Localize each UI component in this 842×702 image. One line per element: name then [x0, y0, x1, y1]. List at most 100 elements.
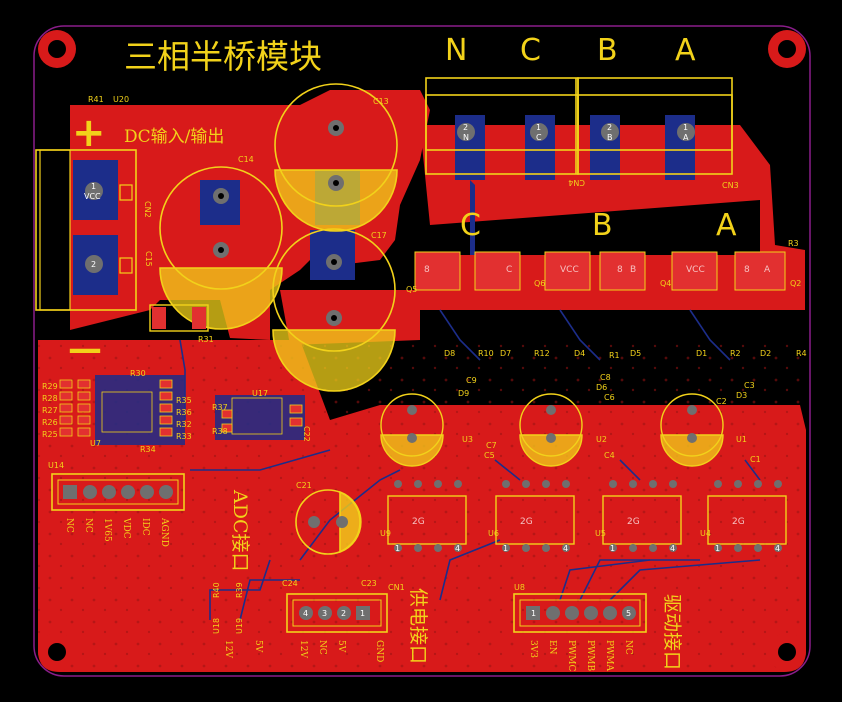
- power-pad-1: 1: [360, 609, 365, 618]
- ref-r36: R36: [176, 408, 192, 417]
- ref-d2: D2: [760, 349, 771, 358]
- top-phase-label-b: B: [597, 33, 618, 68]
- mount-hole-top-right: [768, 30, 806, 68]
- ref-c14: C14: [238, 155, 254, 164]
- power-pin-gnd: GND: [374, 640, 384, 662]
- ref-r35: R35: [176, 396, 192, 405]
- drive-ref: U8: [514, 583, 525, 592]
- ref-r27: R27: [42, 406, 58, 415]
- output-terminal-blocks: [425, 77, 733, 175]
- pad-label-b: B: [607, 133, 613, 142]
- drive-pin-en: EN: [547, 640, 557, 655]
- ref-c17: C17: [371, 231, 387, 240]
- adc-pin-2: NC: [83, 518, 93, 533]
- ref-d9: D9: [458, 389, 469, 398]
- mosfet-pad-8-b: 8: [617, 265, 623, 275]
- ref-c1: C1: [750, 455, 761, 464]
- top-phase-label-c: C: [520, 33, 541, 68]
- ref-d5: D5: [630, 349, 641, 358]
- top-phase-label-a: A: [675, 33, 696, 68]
- power-pad-3: 3: [322, 609, 327, 618]
- adc-title: ADC接口: [229, 489, 251, 572]
- ref-c2: C2: [716, 397, 727, 406]
- pad-number-cn3-a: 1: [683, 123, 688, 132]
- ref-c23: C23: [361, 579, 377, 588]
- side-label-5v: 5V: [253, 640, 263, 653]
- ref-r34: R34: [140, 445, 156, 454]
- dc-io-label: DC输入/输出: [124, 127, 224, 147]
- vcc-pad-number-1: 1: [91, 182, 96, 191]
- ref-c9: C9: [466, 376, 477, 385]
- mosfet-pad-vcc-1: VCC: [560, 265, 579, 275]
- ref-c13: C13: [373, 97, 389, 106]
- driver-ic-3-pin4: 4: [670, 544, 675, 553]
- ref-r30: R30: [130, 369, 146, 378]
- driver-capacitors: [380, 393, 724, 467]
- ref-c5: C5: [484, 451, 495, 460]
- ref-u3: U3: [462, 435, 473, 444]
- driver-ic-2-marking: 2G: [520, 517, 533, 527]
- drive-pad-5: 5: [626, 609, 631, 618]
- ref-d4: D4: [574, 349, 585, 358]
- mosfet-pad-a: A: [764, 265, 771, 275]
- ref-d1: D1: [696, 349, 707, 358]
- pad-label-n: N: [463, 133, 469, 142]
- power-title: 供电接口: [407, 588, 429, 664]
- ref-u2: U2: [596, 435, 607, 444]
- smd-cluster-left: [59, 379, 303, 437]
- cap-c17: [272, 228, 396, 392]
- vcc-pad-label: VCC: [84, 192, 101, 201]
- adc-pin-3: 1V65: [102, 518, 112, 542]
- adc-ref: U14: [48, 461, 64, 470]
- driver-ic-pads: [394, 480, 782, 552]
- ref-c21: C21: [296, 481, 312, 490]
- ref-c15: C15: [144, 251, 153, 267]
- mosfet-pad-c: C: [506, 265, 512, 275]
- ref-q6: Q6: [534, 279, 545, 288]
- minus-marker: —: [68, 329, 102, 369]
- driver-ic-2-pin4: 4: [563, 544, 568, 553]
- ref-u18: U19: [235, 618, 244, 634]
- bulk-capacitors: [159, 83, 398, 555]
- ref-u19: U18: [212, 618, 221, 634]
- mosfet-row: [414, 251, 786, 291]
- mid-phase-label-b: B: [592, 208, 613, 243]
- ref-r4: R4: [796, 349, 807, 358]
- mosfet-pad-8-c: 8: [744, 265, 750, 275]
- cap-c14: [159, 166, 283, 330]
- driver-ic-1-pin4: 4: [455, 544, 460, 553]
- mid-phase-label-c: C: [460, 208, 481, 243]
- ref-cn2: CN2: [143, 201, 152, 218]
- ref-r12: R12: [534, 349, 550, 358]
- ref-c8: C8: [600, 373, 611, 382]
- ref-r3: R3: [788, 239, 799, 248]
- ref-r2: R2: [730, 349, 741, 358]
- driver-ic-1-pin1: 1: [395, 544, 400, 553]
- ref-c22: C22: [302, 426, 311, 442]
- ref-r39: R39: [235, 582, 244, 598]
- ref-r29: R29: [42, 382, 58, 391]
- driver-ic-4-marking: 2G: [732, 517, 745, 527]
- pad-number-cn3-b: 2: [607, 123, 612, 132]
- board-title: 三相半桥模块: [124, 37, 322, 76]
- mosfet-pad-b: B: [630, 265, 636, 275]
- adc-pin-4: VDC: [121, 517, 131, 539]
- driver-ics: [387, 495, 787, 545]
- mounting-holes: [38, 30, 806, 671]
- ref-r10: R10: [478, 349, 494, 358]
- drive-connector: [513, 593, 647, 633]
- ref-r41: R41: [88, 95, 104, 104]
- ref-r40: R40: [212, 582, 221, 598]
- ref-r31: R31: [198, 335, 214, 344]
- ref-u6: U6: [488, 529, 499, 538]
- ref-c4: C4: [604, 451, 615, 460]
- ref-r26: R26: [42, 418, 58, 427]
- drive-pin-pwmb: PWMB: [585, 640, 595, 672]
- ref-u1: U1: [736, 435, 747, 444]
- ref-r32: R32: [176, 420, 192, 429]
- ref-r25: R25: [42, 430, 58, 439]
- ref-d8: D8: [444, 349, 455, 358]
- ref-u7: U7: [90, 439, 101, 448]
- ref-r33: R33: [176, 432, 192, 441]
- power-pin-5v: 5V: [336, 640, 346, 653]
